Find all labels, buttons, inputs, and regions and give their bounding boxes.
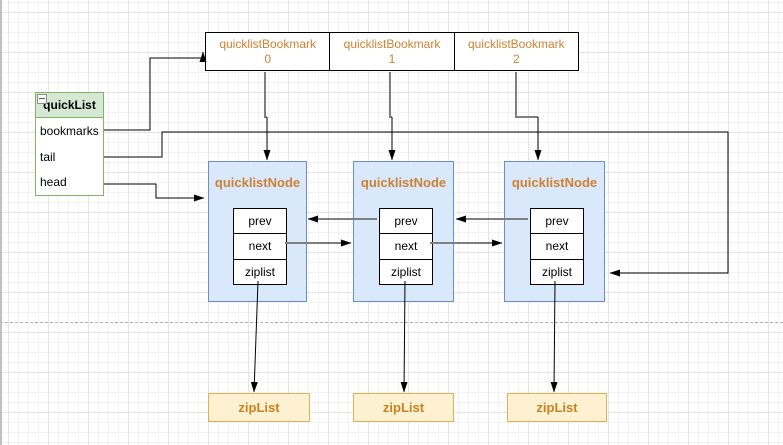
quicklist-node-3-table[interactable]: prev next ziplist xyxy=(530,208,584,285)
bookmark-cell-2-index: 2 xyxy=(512,51,520,66)
bookmark-cell-0[interactable]: quicklistBookmark 0 xyxy=(206,33,331,70)
field-bookmarks[interactable]: bookmarks xyxy=(36,118,103,144)
field-bookmarks-label: bookmarks xyxy=(40,123,99,138)
node-2-prev-cell[interactable]: prev xyxy=(380,209,432,235)
quicklist-node-3-title: quicklistNode xyxy=(511,175,598,190)
edge-bookmark0-to-node1[interactable] xyxy=(263,72,271,161)
bookmark-cell-0-label: quicklistBookmark xyxy=(219,36,317,51)
node-2-next-cell[interactable]: next xyxy=(380,234,432,260)
bookmark-cell-2[interactable]: quicklistBookmark 2 xyxy=(455,33,578,70)
node-3-ziplist-cell[interactable]: ziplist xyxy=(541,264,572,279)
quicklist-node-3[interactable]: quicklistNode prev next ziplist xyxy=(504,161,605,302)
edge-bookmarks-to-bookmark-array[interactable] xyxy=(104,51,207,131)
quicklist-node-1-table[interactable]: prev next ziplist xyxy=(233,208,287,285)
page-boundary-line xyxy=(0,322,783,323)
bookmark-cell-2-label: quicklistBookmark xyxy=(467,36,565,51)
ziplist-box-3[interactable]: zipList xyxy=(507,393,607,422)
bookmark-cell-1[interactable]: quicklistBookmark 1 xyxy=(330,33,455,70)
node-3-next-cell[interactable]: next xyxy=(531,234,583,260)
bookmark-cell-1-index: 1 xyxy=(388,51,396,66)
canvas-left-edge xyxy=(0,0,2,445)
ziplist-box-2[interactable]: zipList xyxy=(353,393,454,422)
quicklist-node-1-title: quicklistNode xyxy=(214,175,301,190)
bookmark-cell-0-index: 0 xyxy=(264,51,271,66)
field-tail-label: tail xyxy=(40,149,56,164)
field-tail[interactable]: tail xyxy=(36,144,103,170)
quicklist-node-1[interactable]: quicklistNode prev next ziplist xyxy=(208,161,307,302)
quicklist-node-2[interactable]: quicklistNode prev next ziplist xyxy=(353,161,454,302)
ziplist-box-1-label: zipList xyxy=(238,400,280,415)
quicklist-node-2-table[interactable]: prev next ziplist xyxy=(379,208,433,285)
ziplist-box-1[interactable]: zipList xyxy=(208,393,310,422)
quicklist-struct-header: quickList xyxy=(36,93,103,118)
edge-bookmark2-to-node3[interactable] xyxy=(515,72,542,161)
field-head-label: head xyxy=(40,175,67,190)
node-1-prev-cell[interactable]: prev xyxy=(234,209,286,235)
field-head[interactable]: head xyxy=(36,169,103,195)
node-3-prev-cell[interactable]: prev xyxy=(531,209,583,235)
quicklist-struct-title: quickList xyxy=(43,98,96,112)
node-1-ziplist-cell[interactable]: ziplist xyxy=(244,264,275,279)
quicklist-node-2-title: quicklistNode xyxy=(360,175,447,190)
edge-head-to-node1[interactable] xyxy=(104,183,205,202)
ziplist-box-2-label: zipList xyxy=(382,400,425,415)
node-1-next-cell[interactable]: next xyxy=(234,234,286,260)
quicklist-bookmark-array[interactable]: quicklistBookmark 0 quicklistBookmark 1 … xyxy=(205,32,579,71)
ziplist-box-3-label: zipList xyxy=(536,400,578,415)
edge-bookmark1-to-node2[interactable] xyxy=(388,72,396,161)
collapse-toggle-icon[interactable] xyxy=(37,94,47,104)
node-2-ziplist-cell[interactable]: ziplist xyxy=(390,264,421,279)
quicklist-struct[interactable]: quickList bookmarks tail head xyxy=(35,92,104,196)
bookmark-cell-1-label: quicklistBookmark xyxy=(343,36,441,51)
